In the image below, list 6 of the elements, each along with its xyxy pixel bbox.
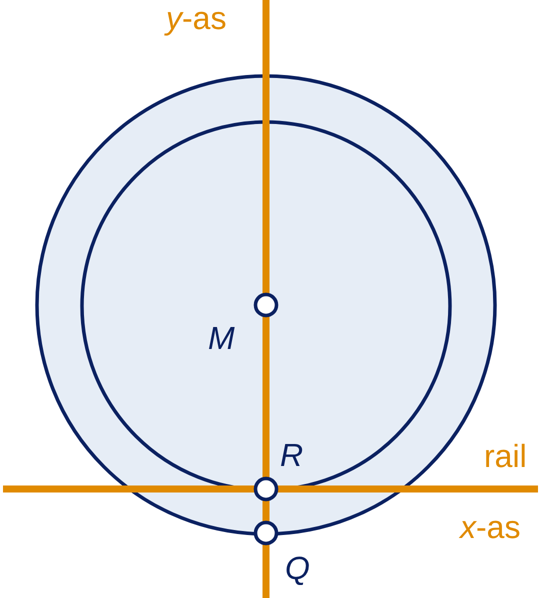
point-label: Q bbox=[285, 552, 310, 584]
axis-label: x-as bbox=[460, 511, 520, 543]
point-label: M bbox=[208, 322, 235, 354]
point-label: R bbox=[280, 439, 304, 471]
axis-label: y-as bbox=[166, 2, 226, 34]
rail-label: rail bbox=[484, 440, 527, 472]
